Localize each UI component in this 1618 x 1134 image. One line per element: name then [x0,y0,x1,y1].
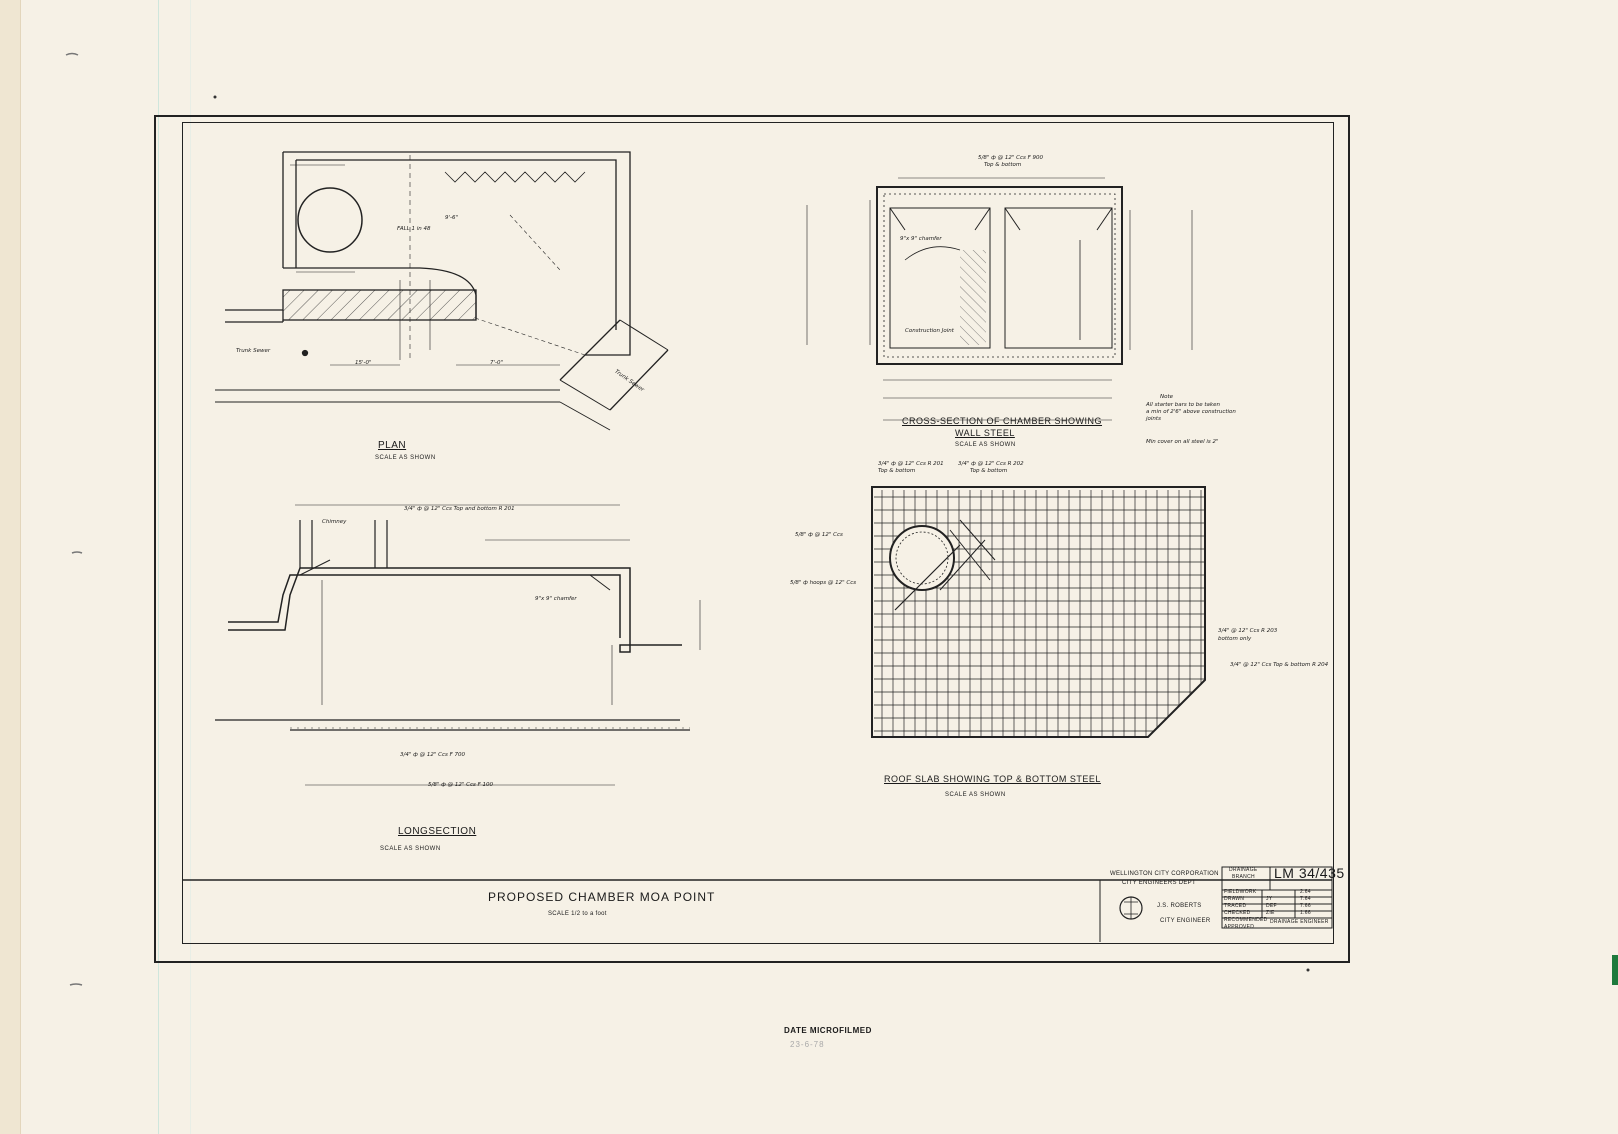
branch-line-1: DRAINAGE [1229,867,1258,873]
faint-grid-line [190,0,191,1134]
faint-grid-line [158,0,159,1134]
cross-section-title-2: WALL STEEL [955,428,1015,438]
roof-slab-view [871,486,1206,738]
drawing-frame [182,122,1334,944]
ls-bottom-bar-2: 5/8" ф @ 12" Ccs F 100 [428,782,493,788]
longsection-scale: SCALE AS SHOWN [380,846,441,852]
roof-slab-scale: SCALE AS SHOWN [945,792,1006,798]
rs-bar-4: 3/4" @ 12" Ccs R 203 [1218,628,1278,634]
plan-scale: SCALE AS SHOWN [375,455,436,461]
title-block-row-label: TRACED [1224,903,1247,909]
drawing-number: LM 34/435 [1274,865,1345,881]
ls-top-bar: 3/4" ф @ 12" Ccs Top and bottom R 201 [404,506,515,512]
cross-section-title-1: CROSS-SECTION OF CHAMBER SHOWING [902,416,1103,426]
plan-trunk-sewer-left: Trunk Sewer [236,348,271,354]
microfilm-date: 23-6-78 [790,1040,825,1049]
title-block-row-by: JY [1266,896,1273,902]
green-edge-tab [1612,955,1618,985]
cs-min-cover: Min cover on all steel is 2" [1146,439,1219,445]
title-block-row-date: 1.66 [1300,910,1311,916]
cross-section-view [806,177,1193,421]
ls-chimney: Chimney [322,519,347,525]
branch-line-2: BRANCH [1232,874,1255,880]
cs-note-body-2: a min of 2'6" above construction [1146,409,1236,415]
org-line-2: CITY ENGINEERS DEPT [1122,880,1196,886]
rs-bar-2: 3/4" ф @ 12" Ccs R 202 [958,461,1024,467]
title-block-row-label: DRAWN [1224,896,1245,902]
drawing-scale: SCALE 1/2 to a foot [548,911,607,917]
title-block-row-date: 7.66 [1300,903,1311,909]
longsection-view [215,504,701,786]
plan-dim-1: 9'-6" [445,215,459,221]
org-line-1: WELLINGTON CITY CORPORATION [1110,871,1219,877]
title-block-row-by: ZIE [1266,910,1275,916]
rs-hoops: 5/8" ф hoops @ 12" Ccs [790,580,857,586]
plan-view [215,151,669,431]
rs-bar-1b: Top & bottom [878,468,916,474]
ls-chamfer: 9"x 9" chamfer [535,596,577,602]
plan-fall: FALL 1 in 48 [397,226,431,232]
title-block-frame [1119,866,1333,929]
cross-section-scale: SCALE AS SHOWN [955,442,1016,448]
rs-bar-3: 5/8" ф @ 12" Ccs [795,532,843,538]
plan-dim-3: 7'-0" [490,360,504,366]
title-block-row-label: FIELDWORK [1224,889,1257,895]
title-block-row-label: RECOMMENDED [1224,917,1268,923]
cs-note-body-3: joints [1146,416,1161,422]
plan-dim-2: 15'-0" [355,360,372,366]
rs-bar-5: 3/4" @ 12" Ccs Top & bottom R 204 [1230,662,1329,668]
title-block-row-by: DEF [1266,903,1277,909]
ls-bottom-bar: 3/4" ф @ 12" Ccs F 700 [400,752,465,758]
longsection-title: LONGSECTION [398,826,477,837]
cs-construction-joint: Construction Joint [905,328,954,334]
cs-chamfer: 9"x 9" chamfer [900,236,942,242]
paper-binding-edge [0,0,21,1134]
drainage-engineer: DRAINAGE ENGINEER [1270,919,1329,925]
roof-slab-title: ROOF SLAB SHOWING TOP & BOTTOM STEEL [884,774,1101,784]
rs-bar-2b: Top & bottom [970,468,1008,474]
drawing-sheet-border [154,115,1350,963]
cs-note-head: Note [1160,394,1174,400]
drawing-title: PROPOSED CHAMBER MOA POINT [488,890,716,904]
cs-note-body-1: All starter bars to be taken [1146,402,1220,408]
microfilm-label: DATE MICROFILMED [784,1026,872,1035]
title-block-row-date: 7.64 [1300,896,1311,902]
title-block-row-date: 2.64 [1300,889,1311,895]
cs-top-bar: 5/8" ф @ 12" Ccs F 900 [978,155,1043,161]
title-block-row-label: CHECKED [1224,910,1251,916]
engineer-name: J.S. ROBERTS [1157,903,1202,909]
title-block-row-label: APPROVED [1224,924,1255,930]
engineer-title: CITY ENGINEER [1160,918,1211,924]
plan-title: PLAN [378,440,407,451]
rs-bar-1: 3/4" ф @ 12" Ccs R 201 [878,461,944,467]
rs-bar-4b: bottom only [1218,636,1252,642]
cs-top-bar-2: Top & bottom [984,162,1022,168]
